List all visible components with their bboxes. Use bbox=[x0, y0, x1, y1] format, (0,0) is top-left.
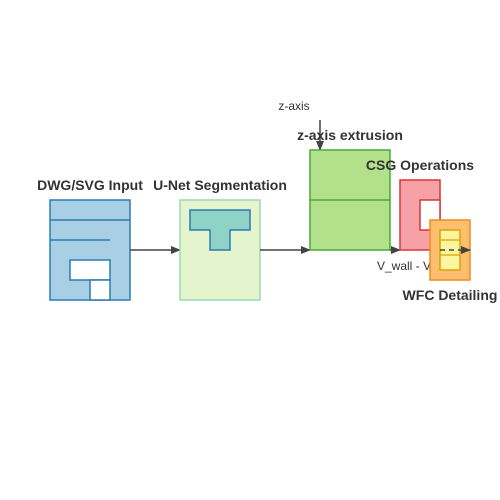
segmented-t-shape bbox=[189, 209, 251, 251]
extrusion-label: z-axis extrusion bbox=[297, 127, 403, 143]
csg-label: CSG Operations bbox=[366, 157, 474, 173]
input-stage: DWG/SVG Input bbox=[37, 177, 143, 301]
input-room-notch bbox=[89, 279, 111, 301]
segmentation-stage: U-Net Segmentation bbox=[153, 177, 287, 301]
segmentation-label: U-Net Segmentation bbox=[153, 177, 287, 193]
csg-formula: V_wall - V bbox=[377, 259, 431, 273]
input-label: DWG/SVG Input bbox=[37, 177, 143, 193]
extrusion-stage: z-axis z-axis extrusion bbox=[278, 99, 403, 251]
z-axis-label: z-axis bbox=[278, 99, 309, 113]
wfc-label: WFC Detailing bbox=[403, 287, 498, 303]
input-room-block bbox=[69, 259, 111, 281]
